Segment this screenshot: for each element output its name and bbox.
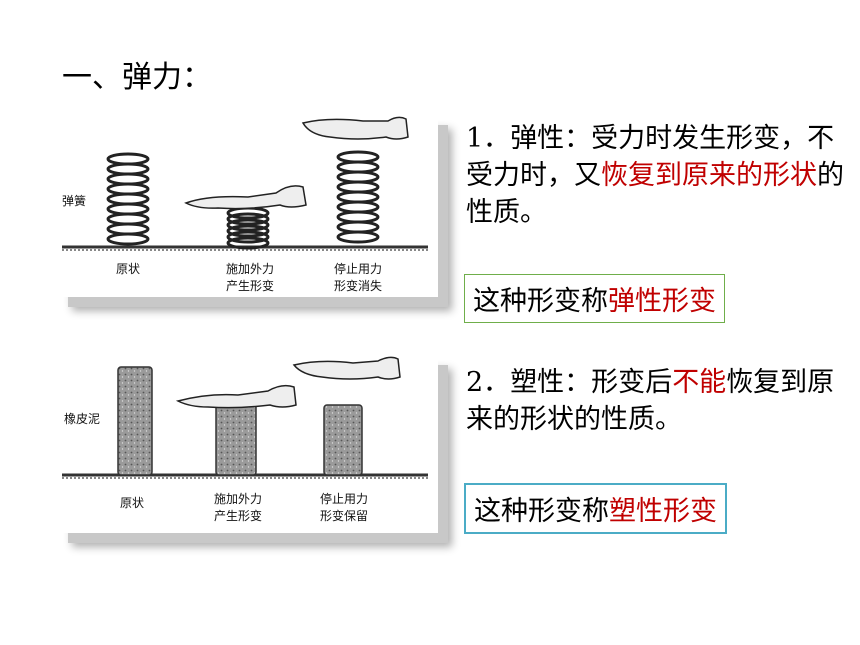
hand-lifted-2 xyxy=(292,356,401,380)
elastic-deformation-box: 这种形变称弹性形变 xyxy=(464,274,725,323)
plasticity-emphasis: 不能 xyxy=(672,367,727,398)
caption-stop-force-2: 停止用力形变保留 xyxy=(319,492,368,523)
plasticine-compressed xyxy=(215,402,257,476)
plastic-box-prefix: 这种形变称 xyxy=(474,496,609,527)
plastic-deformation-box: 这种形变称塑性形变 xyxy=(464,483,727,534)
hand-pressing-2 xyxy=(175,384,297,409)
plasticity-definition: 2．塑性：形变后不能恢复到原来的形状的性质。 xyxy=(466,364,851,438)
elasticity-emphasis: 恢复到原来的形状 xyxy=(601,160,817,191)
plasticine-drawing xyxy=(62,356,428,479)
caption-apply-force-2: 施加外力产生形变 xyxy=(213,492,262,523)
plastic-box-term: 塑性形变 xyxy=(609,496,717,527)
plasticine-side-label: 橡皮泥 xyxy=(64,412,101,426)
caption-stop-force: 停止用力形变消失 xyxy=(333,262,382,293)
plasticity-text-b: 恢复到原来的形状的性质。 xyxy=(466,367,835,435)
plasticine-original xyxy=(117,366,153,476)
elasticity-number: 1． xyxy=(466,123,511,154)
caption-apply-force: 施加外力产生形变 xyxy=(225,262,274,293)
elasticity-text-b: 的性质。 xyxy=(466,160,844,228)
hand-lifted xyxy=(301,116,409,140)
spring-restored xyxy=(336,150,380,244)
caption-original-2: 原状 xyxy=(119,496,144,510)
spring-original xyxy=(106,152,150,246)
elastic-box-term: 弹性形变 xyxy=(608,286,716,317)
spring-drawing xyxy=(62,116,428,251)
elastic-box-prefix: 这种形变称 xyxy=(473,286,608,317)
slide-title: 一、弹力： xyxy=(62,60,212,95)
caption-original: 原状 xyxy=(115,262,140,276)
spring-compressed xyxy=(226,206,270,250)
elasticity-text-a: 弹性：受力时发生形变，不受力时，又 xyxy=(466,123,835,191)
plasticine-retained xyxy=(323,404,363,476)
plasticity-number: 2． xyxy=(466,367,511,398)
spring-illustration: 弹簧 原状 施加外力产生形变 停止用力形变消失 xyxy=(58,115,438,297)
hand-pressing xyxy=(184,185,307,210)
plasticity-text-a: 塑性：形变后 xyxy=(510,367,673,398)
spring-side-label: 弹簧 xyxy=(62,194,87,208)
elasticity-definition: 1．弹性：受力时发生形变，不受力时，又恢复到原来的形状的性质。 xyxy=(466,120,851,231)
plasticine-illustration: 橡皮泥 原状 施加外力产生形变 停止用力形变保留 xyxy=(58,355,438,533)
